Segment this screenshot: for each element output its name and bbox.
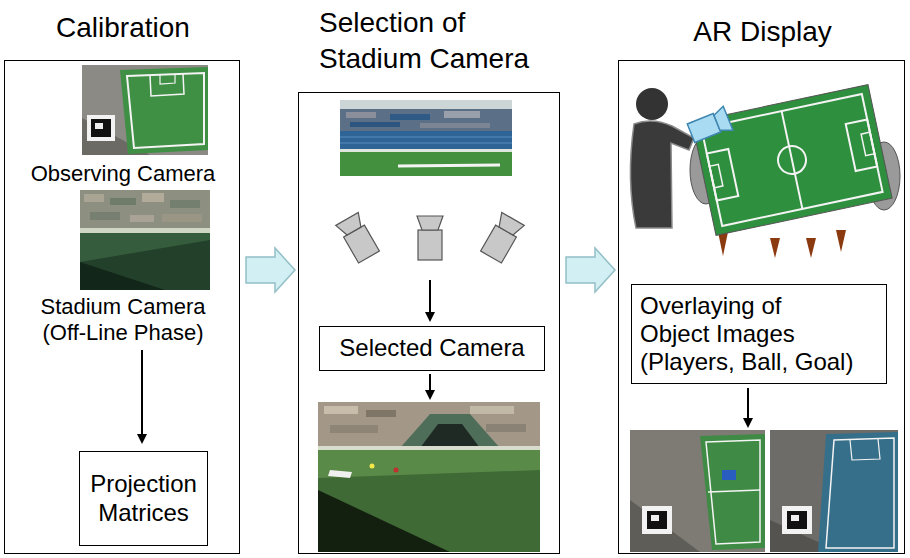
- flow-arrow: [429, 280, 431, 320]
- process-box: Overlaying of Object Images (Players, Ba…: [631, 284, 887, 384]
- stage-panel: Selection of Stadium CameraSelected Came…: [298, 92, 560, 554]
- process-box: Projection Matrices: [79, 451, 208, 546]
- observing-camera-photo: [82, 65, 208, 155]
- panel-heading: Selection of Stadium Camera: [319, 5, 559, 78]
- flow-arrow: [429, 374, 431, 398]
- camera-icon: [480, 212, 525, 263]
- ar-result-photo: [770, 430, 898, 552]
- photo-caption: Stadium Camera (Off-Line Phase): [5, 294, 241, 346]
- stadium-photo: [340, 100, 512, 176]
- flow-arrow: [747, 388, 749, 426]
- block-arrow: [246, 248, 295, 292]
- flow-arrow: [141, 350, 143, 442]
- panel-heading: AR Display: [619, 15, 906, 48]
- block-arrow: [566, 248, 615, 292]
- stage-panel: AR DisplayOverlaying of Object Images (P…: [618, 60, 905, 554]
- panel-heading: Calibration: [5, 11, 241, 44]
- photo-caption: Observing Camera: [5, 161, 241, 187]
- box-label: Selected Camera: [339, 334, 524, 362]
- camera-icon: [417, 216, 443, 260]
- stadium-camera-photo: [80, 190, 210, 290]
- stage-panel: CalibrationObserving CameraStadium Camer…: [4, 60, 240, 554]
- camera-icon: [336, 212, 381, 263]
- ar-result-photo: [630, 430, 765, 552]
- selected-camera-photo: [318, 402, 540, 552]
- box-label: Projection Matrices: [90, 470, 197, 527]
- ar-scene-illustration: [630, 85, 900, 258]
- box-label: Overlaying of Object Images (Players, Ba…: [640, 292, 853, 377]
- process-box: Selected Camera: [319, 326, 545, 371]
